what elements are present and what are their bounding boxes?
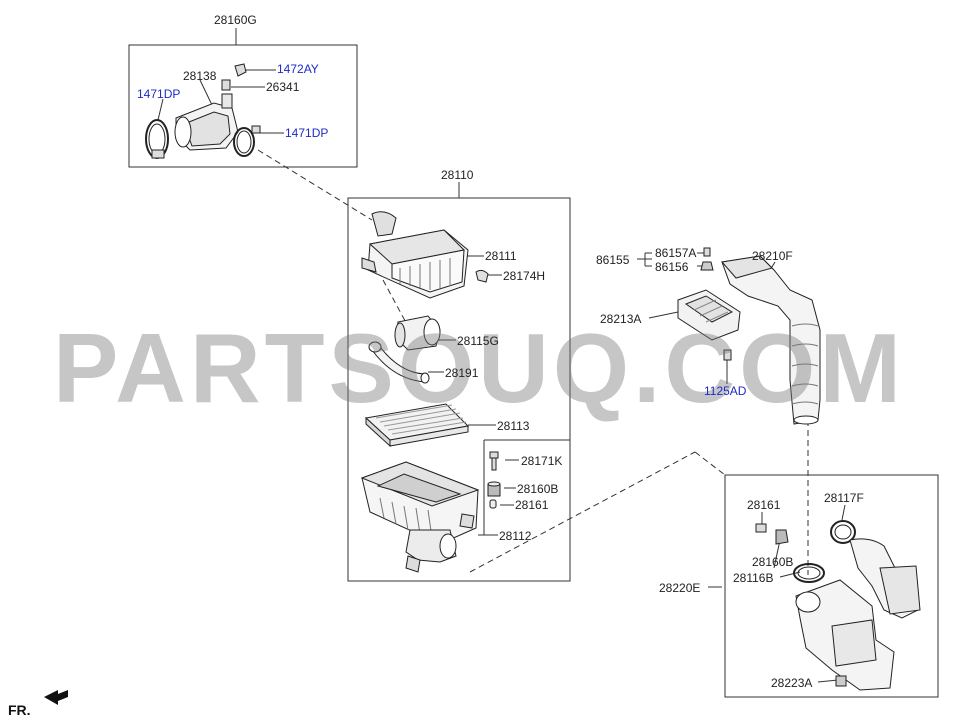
callout-1472AY[interactable]: 1472AY bbox=[277, 62, 319, 76]
callout-26341[interactable]: 26341 bbox=[266, 80, 300, 94]
callout-28210F[interactable]: 28210F bbox=[752, 249, 793, 263]
air-duct-28210F bbox=[721, 255, 821, 425]
callout-1471DP-left[interactable]: 1471DP bbox=[137, 87, 181, 101]
fasteners-28110 bbox=[487, 451, 501, 509]
callout-28220E[interactable]: 28220E bbox=[659, 581, 701, 595]
air-flow-sensor-assembly bbox=[145, 63, 261, 159]
callout-1471DP-right[interactable]: 1471DP bbox=[285, 126, 329, 140]
callout-28191[interactable]: 28191 bbox=[445, 366, 479, 380]
callout-28115G[interactable]: 28115G bbox=[457, 334, 499, 348]
front-arrow-icon bbox=[44, 690, 68, 705]
air-filter-element bbox=[364, 403, 470, 448]
callout-28213A[interactable]: 28213A bbox=[600, 312, 642, 326]
callout-28223A[interactable]: 28223A bbox=[771, 676, 813, 690]
callout-1125AD[interactable]: 1125AD bbox=[704, 384, 747, 398]
callout-28112[interactable]: 28112 bbox=[499, 529, 532, 543]
callout-28116B[interactable]: 28116B bbox=[733, 571, 774, 585]
air-intake-hose bbox=[368, 341, 430, 384]
callout-28138[interactable]: 28138 bbox=[183, 69, 217, 83]
callout-86155[interactable]: 86155 bbox=[596, 253, 630, 267]
callout-28111[interactable]: 28111 bbox=[485, 249, 517, 263]
callout-28160B-b[interactable]: 28160B bbox=[752, 555, 794, 569]
group-box-28160G bbox=[128, 44, 358, 168]
air-cleaner-cover bbox=[361, 211, 489, 299]
callout-28161-b[interactable]: 28161 bbox=[747, 498, 781, 512]
resonator-28220E bbox=[755, 520, 921, 691]
callout-28160G[interactable]: 28160G bbox=[214, 13, 257, 27]
callout-28160B-a[interactable]: 28160B bbox=[517, 482, 559, 496]
callout-28113[interactable]: 28113 bbox=[497, 419, 530, 433]
callout-86156[interactable]: 86156 bbox=[655, 260, 689, 274]
callout-28174H[interactable]: 28174H bbox=[503, 269, 546, 283]
callout-28171K[interactable]: 28171K bbox=[521, 454, 563, 468]
callout-28117F[interactable]: 28117F bbox=[824, 491, 864, 505]
bracket-28213A bbox=[677, 247, 741, 361]
callout-28161-a[interactable]: 28161 bbox=[515, 498, 549, 512]
group-box-28220E bbox=[724, 474, 939, 698]
intake-duct bbox=[394, 315, 441, 351]
air-cleaner-body bbox=[360, 461, 480, 573]
hose-clamp-right bbox=[233, 127, 255, 157]
callout-28110[interactable]: 28110 bbox=[441, 168, 474, 182]
callout-86157A[interactable]: 86157A bbox=[655, 246, 697, 260]
front-direction-label: FR. bbox=[8, 702, 31, 718]
